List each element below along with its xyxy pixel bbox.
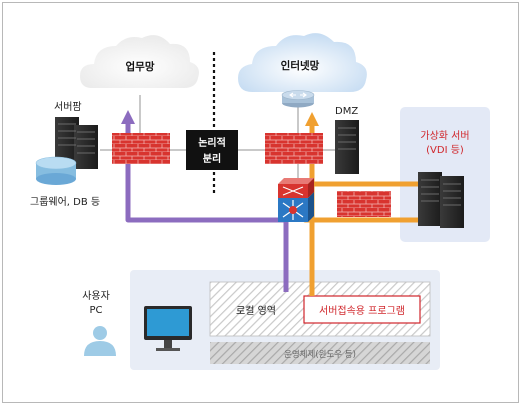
database-icon: [35, 156, 77, 185]
dmz-server-rack-icon: [335, 120, 359, 174]
server-farm-server-rack-icon: [55, 117, 98, 169]
os-label: 운영체제(윈도우 등): [284, 349, 356, 360]
firewall-vdi-brick-wall-icon: [337, 191, 391, 217]
business-path-arrowhead: [121, 110, 135, 124]
virtualization-server-label-line1: 가상화 서버: [420, 130, 469, 142]
user-pc-label-line1: 사용자: [82, 290, 110, 302]
dmz-label: DMZ: [335, 106, 358, 117]
logical-separation-box: [186, 130, 238, 170]
network-switch-icon: [278, 178, 314, 222]
user-pc-label-line2: PC: [89, 305, 102, 316]
internet-network-label: 인터넷망: [281, 59, 320, 72]
logical-separation-label-line1: 논리적: [198, 136, 226, 149]
logical-separation-label-line2: 분리: [203, 152, 221, 165]
firewall-internet-brick-wall-icon: [265, 133, 323, 164]
internet-network-cloud-icon: [238, 33, 367, 92]
virtualization-server-label-line2: (VDI 등): [426, 144, 464, 156]
business-network-cloud-icon: [80, 35, 199, 88]
firewall-business-brick-wall-icon: [112, 133, 170, 164]
groupware-db-label: 그룹웨어, DB 등: [30, 196, 100, 208]
virtualization-server-rack-icon: [418, 172, 464, 228]
server-access-program-box: [303, 295, 421, 324]
monitor-icon: [144, 306, 192, 351]
internet-path-arrowhead: [305, 112, 319, 126]
os-region: [210, 342, 430, 364]
server-access-program-label: 서버접속용 프로그램: [319, 305, 405, 317]
router-icon: [281, 90, 315, 108]
user-icon: [84, 326, 116, 356]
local-area-label: 로컬 영역: [236, 304, 276, 317]
server-farm-label: 서버팜: [54, 101, 82, 113]
business-network-label: 업무망: [126, 60, 155, 73]
